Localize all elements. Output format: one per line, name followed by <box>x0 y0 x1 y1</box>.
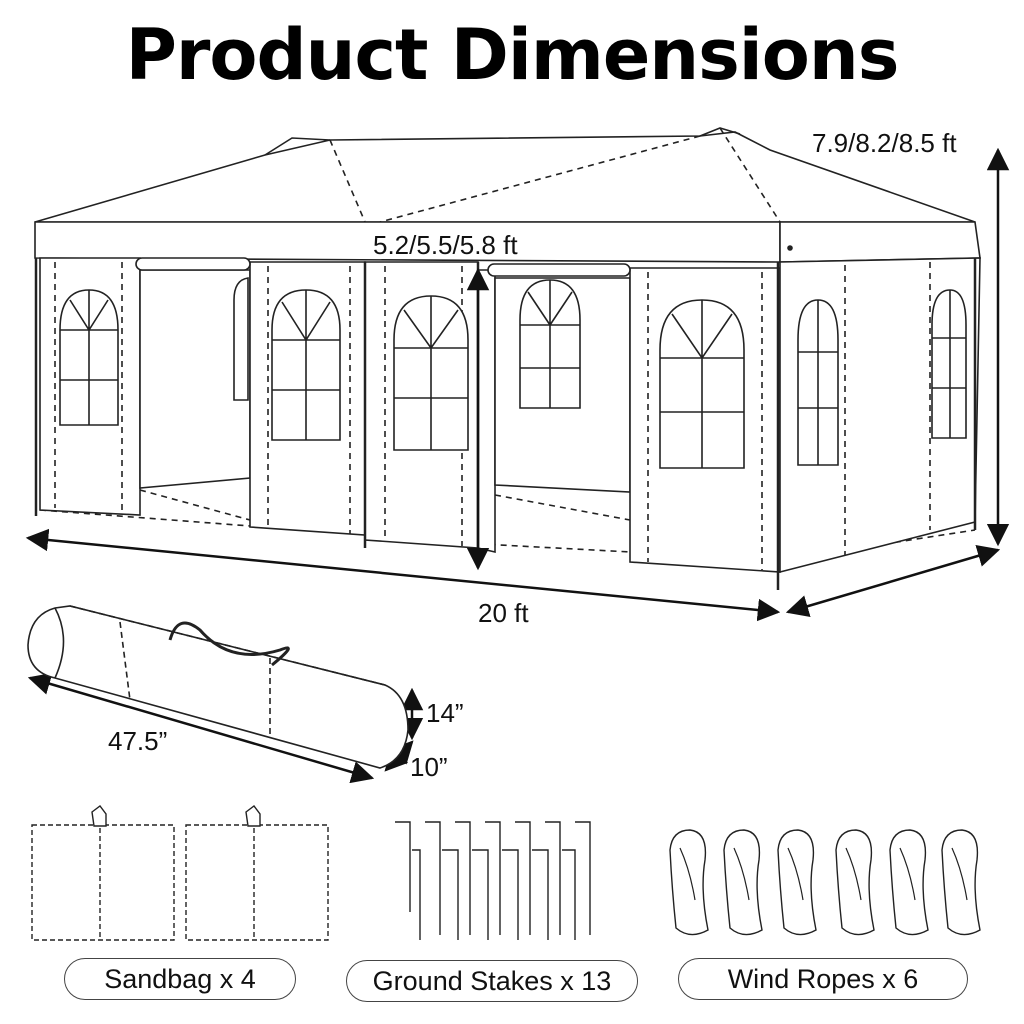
bag-depth-label: 10” <box>410 752 448 782</box>
bag-height-label: 14” <box>426 698 464 728</box>
bag-length-label: 47.5” <box>108 726 168 756</box>
canopy-tent <box>34 127 981 590</box>
sandbag-label: Sandbag x 4 <box>64 958 296 1000</box>
side-height-label: 5.2/5.5/5.8 ft <box>373 230 518 260</box>
wind-ropes-label: Wind Ropes x 6 <box>678 958 968 1000</box>
page-title: Product Dimensions <box>125 14 900 96</box>
wind-rope-icon <box>669 829 981 936</box>
sandbag-icon <box>31 820 329 941</box>
ground-stake-icon <box>395 821 591 940</box>
height-label: 7.9/8.2/8.5 ft <box>812 128 957 158</box>
length-label: 20 ft <box>478 598 529 628</box>
ground-stakes-label: Ground Stakes x 13 <box>346 960 638 1002</box>
carry-bag-icon <box>27 605 409 769</box>
